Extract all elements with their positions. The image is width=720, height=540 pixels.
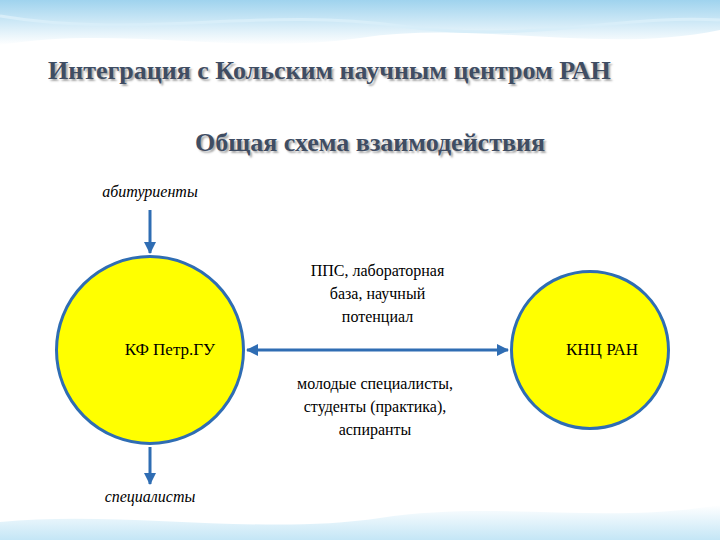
research-center-circle: КНЦ РАН bbox=[510, 270, 670, 430]
slide-title: Интеграция с Кольским научным центром РА… bbox=[48, 56, 648, 86]
input-arrow bbox=[149, 210, 152, 253]
connector-layer bbox=[247, 350, 508, 351]
slide-subtitle: Общая схема взаимодействия bbox=[90, 128, 650, 158]
circle-shape bbox=[57, 257, 244, 444]
header-wave bbox=[0, 0, 720, 45]
node-label: КФ Петр.ГУ bbox=[125, 340, 215, 360]
exchange-arrow bbox=[247, 349, 508, 352]
header-wave-line bbox=[0, 16, 720, 32]
footer-wave bbox=[0, 505, 720, 540]
university-circle: КФ Петр.ГУ bbox=[55, 255, 245, 445]
flow-label: молодые специалисты, студенты (практика)… bbox=[280, 372, 470, 441]
edge-label: ППС, лабораторная база, научный потенциа… bbox=[298, 259, 458, 328]
input-label: абитуриенты bbox=[60, 183, 240, 201]
node-label: КНЦ РАН bbox=[566, 340, 638, 360]
circle-shape bbox=[512, 272, 669, 429]
output-label: специалисты bbox=[60, 488, 240, 506]
output-arrow bbox=[149, 447, 152, 484]
